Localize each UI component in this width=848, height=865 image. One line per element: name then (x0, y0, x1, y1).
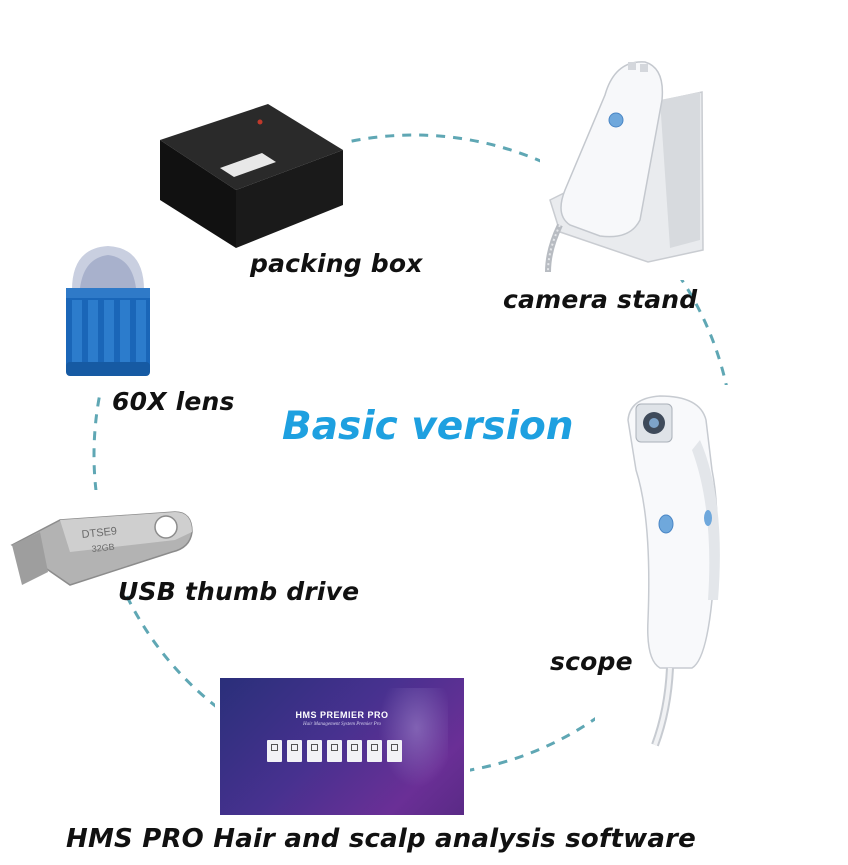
screen-tile (387, 740, 402, 762)
screen-face-graphic (378, 688, 448, 788)
lens-image (66, 246, 150, 376)
packing-box-label: packing box (250, 249, 423, 278)
scope-label: scope (550, 647, 633, 676)
software-screen-title: HMS PREMIER PRO (295, 710, 389, 720)
lens-label: 60X lens (112, 387, 235, 416)
center-title: Basic version (282, 404, 574, 449)
screen-tile (267, 740, 282, 762)
camera-stand-label: camera stand (503, 285, 698, 314)
screen-tiles (267, 740, 402, 762)
usb-drive-image: DTSE9 32GB (10, 511, 193, 586)
software-label: HMS PRO Hair and scalp analysis software (66, 824, 696, 854)
software-screenshot: HMS PREMIER PRO Hair Management System P… (220, 678, 464, 815)
usb-model-text: DTSE9 (81, 525, 118, 541)
software-screen-subtitle: Hair Management System Premier Pro (303, 722, 381, 727)
usb-drive-label: USB thumb drive (118, 577, 360, 606)
screen-tile (367, 740, 382, 762)
screen-tile (327, 740, 342, 762)
screen-tile (307, 740, 322, 762)
usb-capacity-text: 32GB (91, 542, 115, 554)
scope-image (627, 395, 720, 747)
screen-tile (347, 740, 362, 762)
camera-stand-image (545, 61, 704, 273)
screen-tile (287, 740, 302, 762)
packing-box-image (160, 104, 343, 248)
